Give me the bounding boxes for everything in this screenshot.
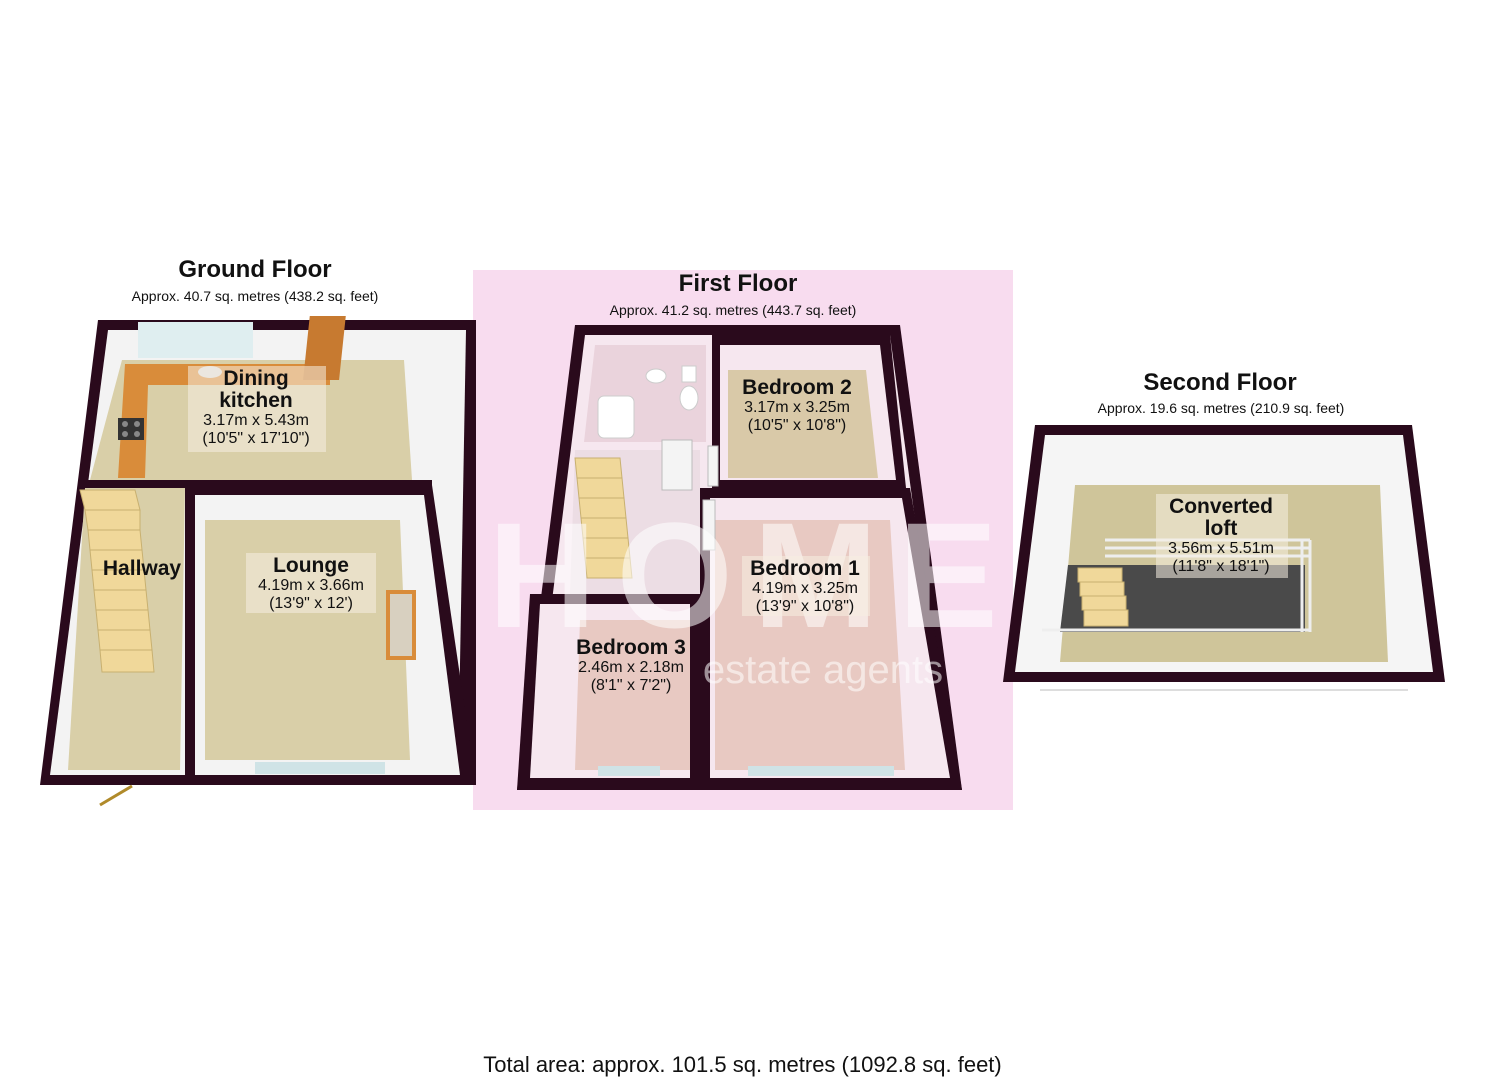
ground-floor-plan [40, 316, 476, 807]
room-dimensions-metric: 3.17m x 5.43m [203, 412, 309, 430]
room-label-dining-kitchen: Dining kitchen 3.17m x 5.43m (10'5" x 17… [180, 367, 332, 449]
front-door [99, 784, 133, 807]
room-name: loft [1204, 517, 1238, 541]
room-label-bedroom-3: Bedroom 3 2.46m x 2.18m (8'1" x 7'2") [556, 636, 706, 696]
room-dimensions-imperial: (11'8" x 18'1") [1172, 558, 1270, 576]
room-dimensions-imperial: (10'5" x 17'10") [202, 430, 310, 448]
room-name: Bedroom 3 [576, 636, 686, 659]
room-name: Converted [1169, 495, 1273, 518]
ground-floor-stairs [79, 489, 155, 673]
room-name: Lounge [273, 554, 349, 577]
kitchen-window [138, 322, 253, 358]
room-name: Bedroom 1 [750, 557, 860, 580]
basin [645, 368, 667, 384]
bath [597, 395, 635, 439]
room-label-lounge: Lounge 4.19m x 3.66m (13'9" x 12') [236, 554, 386, 614]
loft-stairs [1077, 567, 1129, 627]
toilet [679, 385, 699, 411]
second-floor-title: Second Floor [1143, 369, 1297, 396]
first-floor-area: Approx. 41.2 sq. metres (443.7 sq. feet) [609, 302, 857, 318]
room-dimensions-imperial: (13'9" x 10'8") [755, 598, 855, 616]
back-door [303, 316, 346, 380]
room-dimensions-metric: 3.56m x 5.51m [1168, 540, 1274, 558]
room-dimensions-imperial: (13'9" x 12') [269, 595, 353, 613]
room-dimensions-metric: 2.46m x 2.18m [578, 659, 684, 677]
first-floor-title: First Floor [678, 270, 798, 297]
bedroom-2-floor [728, 370, 878, 478]
room-name: Hallway [102, 557, 182, 580]
room-name: Bedroom 2 [742, 376, 852, 399]
room-dimensions-metric: 4.19m x 3.66m [258, 577, 364, 595]
ground-floor-area: Approx. 40.7 sq. metres (438.2 sq. feet) [131, 288, 379, 304]
room-dimensions-imperial: (10'5" x 10'8") [747, 417, 847, 435]
second-floor-area: Approx. 19.6 sq. metres (210.9 sq. feet) [1097, 400, 1345, 416]
room-dimensions-metric: 3.17m x 3.25m [744, 399, 850, 417]
room-dimensions-metric: 4.19m x 3.25m [752, 580, 858, 598]
hob [118, 418, 144, 440]
room-label-hallway: Hallway [92, 557, 192, 580]
room-label-bedroom-1: Bedroom 1 4.19m x 3.25m (13'9" x 10'8") [730, 557, 880, 617]
bedroom-3-floor [575, 620, 690, 770]
first-floor-stairs [574, 457, 633, 579]
room-label-bedroom-2: Bedroom 2 3.17m x 3.25m (10'5" x 10'8") [722, 376, 872, 436]
room-name: kitchen [219, 389, 293, 413]
total-area: Total area: approx. 101.5 sq. metres (10… [483, 1052, 1002, 1077]
lounge-unit [386, 590, 416, 660]
room-label-converted-loft: Converted loft 3.56m x 5.51m (11'8" x 18… [1146, 495, 1296, 577]
room-name: Dining [223, 367, 289, 390]
ground-floor-title: Ground Floor [178, 256, 332, 283]
room-dimensions-imperial: (8'1" x 7'2") [590, 677, 672, 695]
